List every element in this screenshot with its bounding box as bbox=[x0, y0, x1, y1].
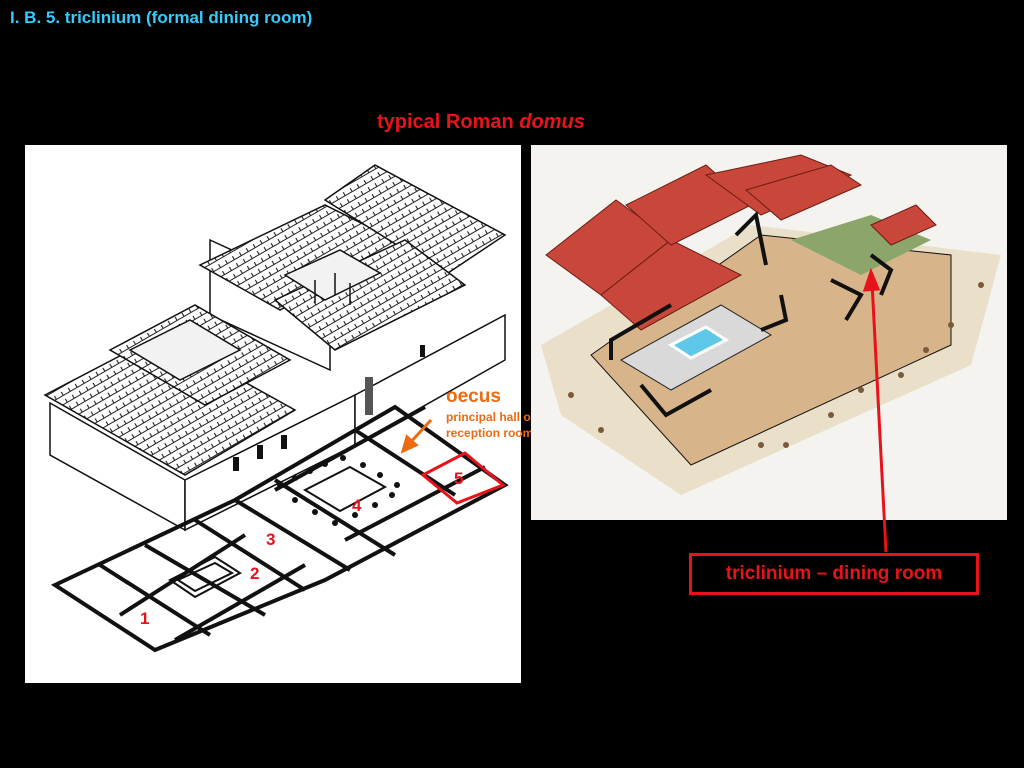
cutaway-walls bbox=[609, 210, 894, 418]
oecus-description: principal hall or reception room bbox=[446, 409, 566, 441]
oecus-line-1: principal hall or bbox=[446, 410, 536, 424]
room-5-highlight bbox=[420, 451, 506, 505]
room-label-4: 4 bbox=[352, 496, 362, 515]
oecus-line-2: reception room bbox=[446, 426, 534, 440]
heading-italic-text: domus bbox=[519, 111, 585, 133]
slide-title: I. B. 5. triclinium (formal dining room) bbox=[10, 8, 313, 27]
oecus-arrow bbox=[400, 418, 433, 454]
room-label-5: 5 bbox=[454, 469, 464, 488]
room-label-3: 3 bbox=[266, 530, 276, 549]
peristyle-columns bbox=[277, 455, 400, 526]
roof-tiles bbox=[43, 164, 507, 476]
red-roofs bbox=[545, 154, 937, 331]
roof-openings bbox=[128, 249, 382, 381]
figures bbox=[568, 282, 984, 448]
room-label-2: 2 bbox=[250, 564, 260, 583]
house-plan-svg bbox=[43, 164, 509, 653]
room-label-1: 1 bbox=[140, 609, 150, 628]
heading-text: typical Roman bbox=[377, 111, 520, 133]
triclinium-label: triclinium – dining room bbox=[689, 553, 979, 595]
house-plan-diagram bbox=[25, 145, 521, 683]
cutaway-svg bbox=[541, 154, 1001, 495]
oecus-title: oecus bbox=[446, 386, 501, 407]
windows bbox=[233, 345, 425, 471]
domus-cutaway-illustration bbox=[531, 145, 1007, 520]
diagram-heading: typical Roman domus bbox=[377, 111, 585, 134]
impluvium bbox=[168, 465, 388, 599]
